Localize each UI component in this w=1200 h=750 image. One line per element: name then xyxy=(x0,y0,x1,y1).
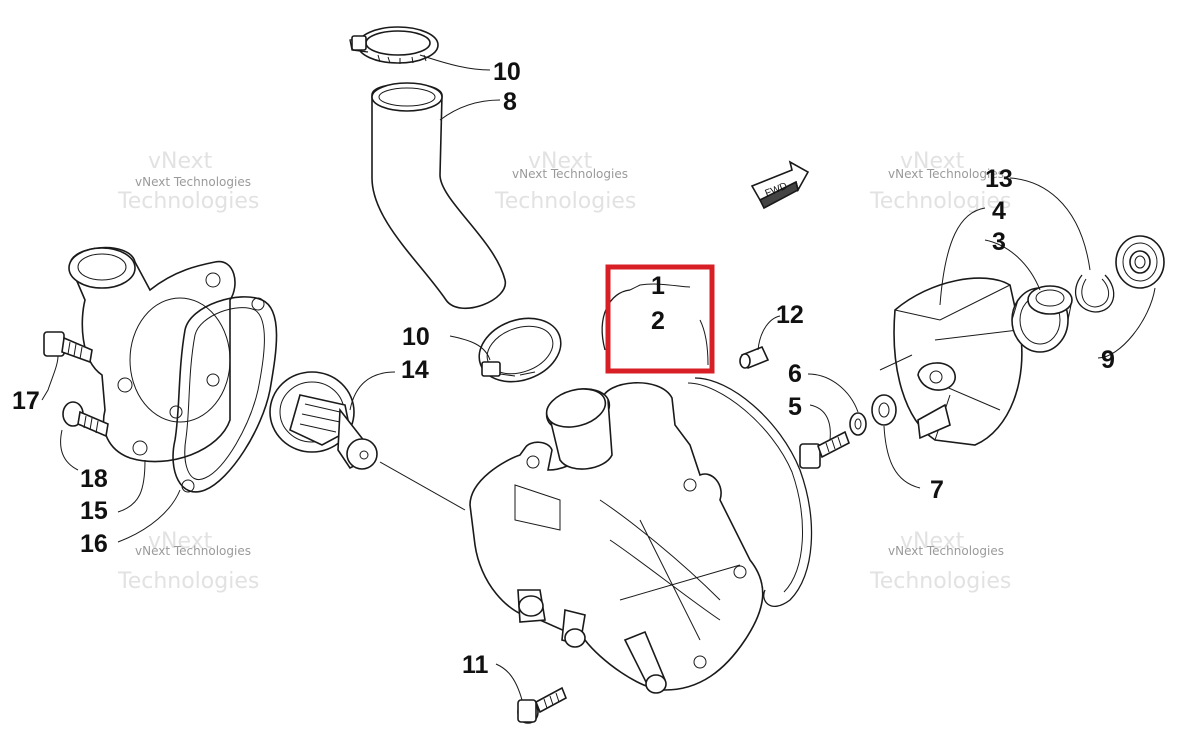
leader-lines xyxy=(41,54,1156,701)
callout-8: 8 xyxy=(503,88,517,116)
callout-3: 3 xyxy=(992,228,1006,256)
watermark-top-right: vNext Technologies vNext Technologies xyxy=(869,149,1011,214)
callout-numbers: 10 8 10 14 17 18 15 16 1 2 12 6 5 7 13 4… xyxy=(12,58,1115,679)
svg-text:vNext: vNext xyxy=(900,149,965,174)
callout-5: 5 xyxy=(788,393,802,421)
callout-10-middle: 10 xyxy=(402,323,430,351)
watermark-bottom-right: vNext Technologies vNext Technologies xyxy=(869,529,1011,594)
svg-text:Technologies: Technologies xyxy=(117,569,259,594)
callout-18: 18 xyxy=(80,465,108,493)
callout-1: 1 xyxy=(651,272,665,300)
callout-2: 2 xyxy=(651,307,665,335)
callout-9: 9 xyxy=(1101,346,1115,374)
svg-text:Technologies: Technologies xyxy=(117,189,259,214)
watermark-top-left: vNext Technologies vNext Technologies xyxy=(117,149,259,214)
svg-text:vNext: vNext xyxy=(148,149,213,174)
svg-text:vNext Technologies: vNext Technologies xyxy=(135,175,251,189)
bolt-5 xyxy=(799,430,850,469)
svg-text:vNext: vNext xyxy=(528,149,593,174)
coolant-hose xyxy=(371,82,506,310)
circlip xyxy=(1074,274,1115,313)
watermark-bottom-left: vNext Technologies vNext Technologies xyxy=(117,529,259,594)
svg-text:vNext Technologies: vNext Technologies xyxy=(135,544,251,558)
highlight-box xyxy=(605,264,715,374)
callout-15: 15 xyxy=(80,497,108,525)
callout-13: 13 xyxy=(985,165,1013,193)
bolt-17 xyxy=(43,331,93,364)
bolt-18 xyxy=(62,401,109,438)
svg-text:vNext Technologies: vNext Technologies xyxy=(512,167,628,181)
water-pump-housing xyxy=(469,381,764,694)
svg-text:vNext: vNext xyxy=(148,529,213,554)
svg-text:Technologies: Technologies xyxy=(869,189,1011,214)
svg-text:Technologies: Technologies xyxy=(494,189,636,214)
bearing xyxy=(1115,235,1165,289)
dowel-pin xyxy=(739,345,770,370)
thermostat-housing xyxy=(68,246,236,463)
impeller xyxy=(879,277,1023,446)
svg-text:Technologies: Technologies xyxy=(869,569,1011,594)
bolt-11 xyxy=(517,686,568,724)
callout-16: 16 xyxy=(80,530,108,558)
callout-12: 12 xyxy=(776,301,804,329)
gasket xyxy=(169,296,278,493)
callout-4: 4 xyxy=(992,197,1006,225)
fwd-direction-arrow: FWD xyxy=(750,160,810,210)
callout-14: 14 xyxy=(401,356,429,384)
callout-6: 6 xyxy=(788,360,802,388)
svg-text:vNext: vNext xyxy=(900,529,965,554)
callout-11: 11 xyxy=(462,651,489,679)
callout-10-top: 10 xyxy=(493,58,521,86)
svg-text:vNext Technologies: vNext Technologies xyxy=(888,544,1004,558)
mechanical-seal xyxy=(1011,285,1073,353)
svg-text:vNext Technologies: vNext Technologies xyxy=(888,167,1004,181)
hose-clamp-middle xyxy=(478,317,562,383)
callout-17: 17 xyxy=(12,387,40,415)
hose-clamp-top xyxy=(349,26,439,64)
thermostat xyxy=(269,371,378,470)
washer-6 xyxy=(849,412,867,436)
callout-7: 7 xyxy=(930,476,944,504)
watermark-top-center: vNext Technologies vNext Technologies xyxy=(494,149,636,214)
washer-7 xyxy=(871,394,897,426)
